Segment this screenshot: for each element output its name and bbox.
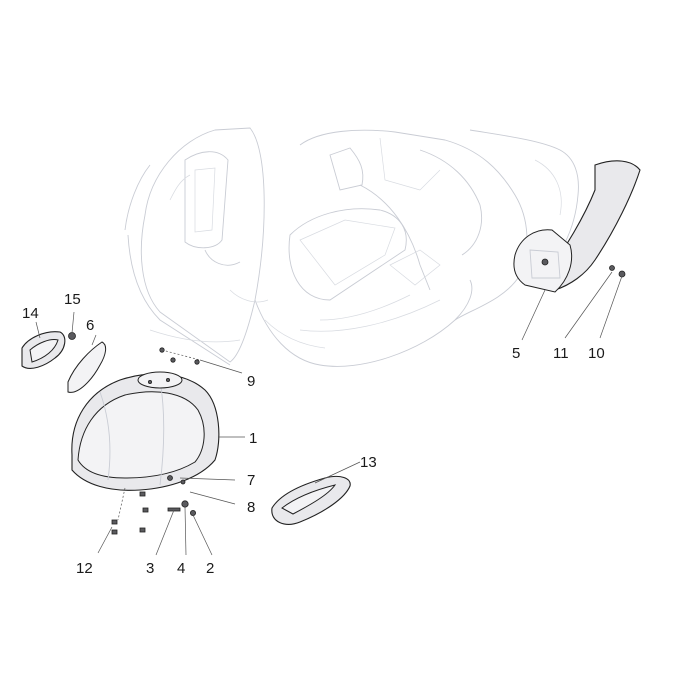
- scooter-body-outline: [124, 127, 579, 367]
- callout-7: 7: [247, 472, 255, 489]
- callout-15: 15: [64, 291, 81, 308]
- leader-lines: [35, 271, 623, 556]
- callout-labels: 1 2 3 4 5 6 7 8 9 10 11 12 13 14 15: [22, 291, 605, 577]
- callout-5: 5: [512, 345, 520, 362]
- callout-10: 10: [588, 345, 605, 362]
- rubber-element-part: [21, 331, 66, 369]
- callout-9: 9: [247, 373, 255, 390]
- callout-12: 12: [76, 560, 93, 577]
- callout-8: 8: [247, 499, 255, 516]
- trim-part: [67, 341, 107, 393]
- rear-mudguard-part: [513, 160, 641, 293]
- callout-11: 11: [553, 345, 569, 362]
- callout-2: 2: [206, 560, 214, 577]
- callout-3: 3: [146, 560, 154, 577]
- callout-4: 4: [177, 560, 185, 577]
- callout-14: 14: [22, 305, 39, 322]
- front-mudguard-part: [71, 371, 220, 491]
- callout-13: 13: [360, 454, 377, 471]
- callout-6: 6: [86, 317, 94, 334]
- callout-1: 1: [249, 430, 257, 447]
- rubber-trim-part: [271, 475, 351, 525]
